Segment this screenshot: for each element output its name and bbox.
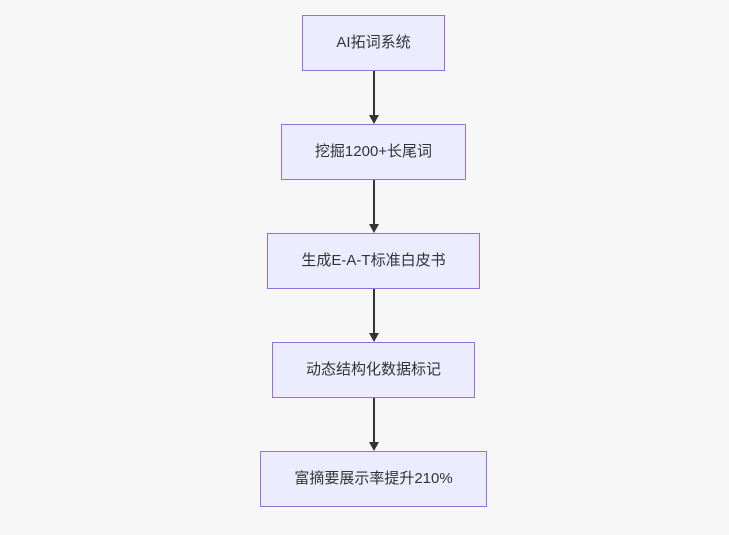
node-label: 动态结构化数据标记 xyxy=(305,360,441,378)
arrow-line xyxy=(372,71,375,115)
flow-node-eat-whitepaper: 生成E-A-T标准白皮书 xyxy=(267,233,480,289)
arrow-head-icon xyxy=(368,115,379,124)
node-label: AI拓词系统 xyxy=(336,33,411,51)
arrow-head-icon xyxy=(368,333,379,342)
arrow-line xyxy=(372,180,375,224)
flow-node-rich-snippet-rate: 富摘要展示率提升210% xyxy=(260,451,487,507)
flow-node-longtail-mining: 挖掘1200+长尾词 xyxy=(280,124,467,180)
arrow-line xyxy=(372,398,375,442)
node-label: 挖掘1200+长尾词 xyxy=(314,142,433,160)
arrow-connector xyxy=(368,289,379,342)
arrow-head-icon xyxy=(368,442,379,451)
flow-node-ai-keyword-system: AI拓词系统 xyxy=(302,15,445,71)
arrow-connector xyxy=(368,398,379,451)
node-label: 生成E-A-T标准白皮书 xyxy=(301,251,446,269)
arrow-head-icon xyxy=(368,224,379,233)
node-label: 富摘要展示率提升210% xyxy=(294,469,453,487)
arrow-connector xyxy=(368,71,379,124)
flowchart: AI拓词系统 挖掘1200+长尾词 生成E-A-T标准白皮书 动态结构化数据标记 xyxy=(9,15,729,507)
flow-node-structured-data-markup: 动态结构化数据标记 xyxy=(271,342,475,398)
arrow-line xyxy=(372,289,375,333)
arrow-connector xyxy=(368,180,379,233)
